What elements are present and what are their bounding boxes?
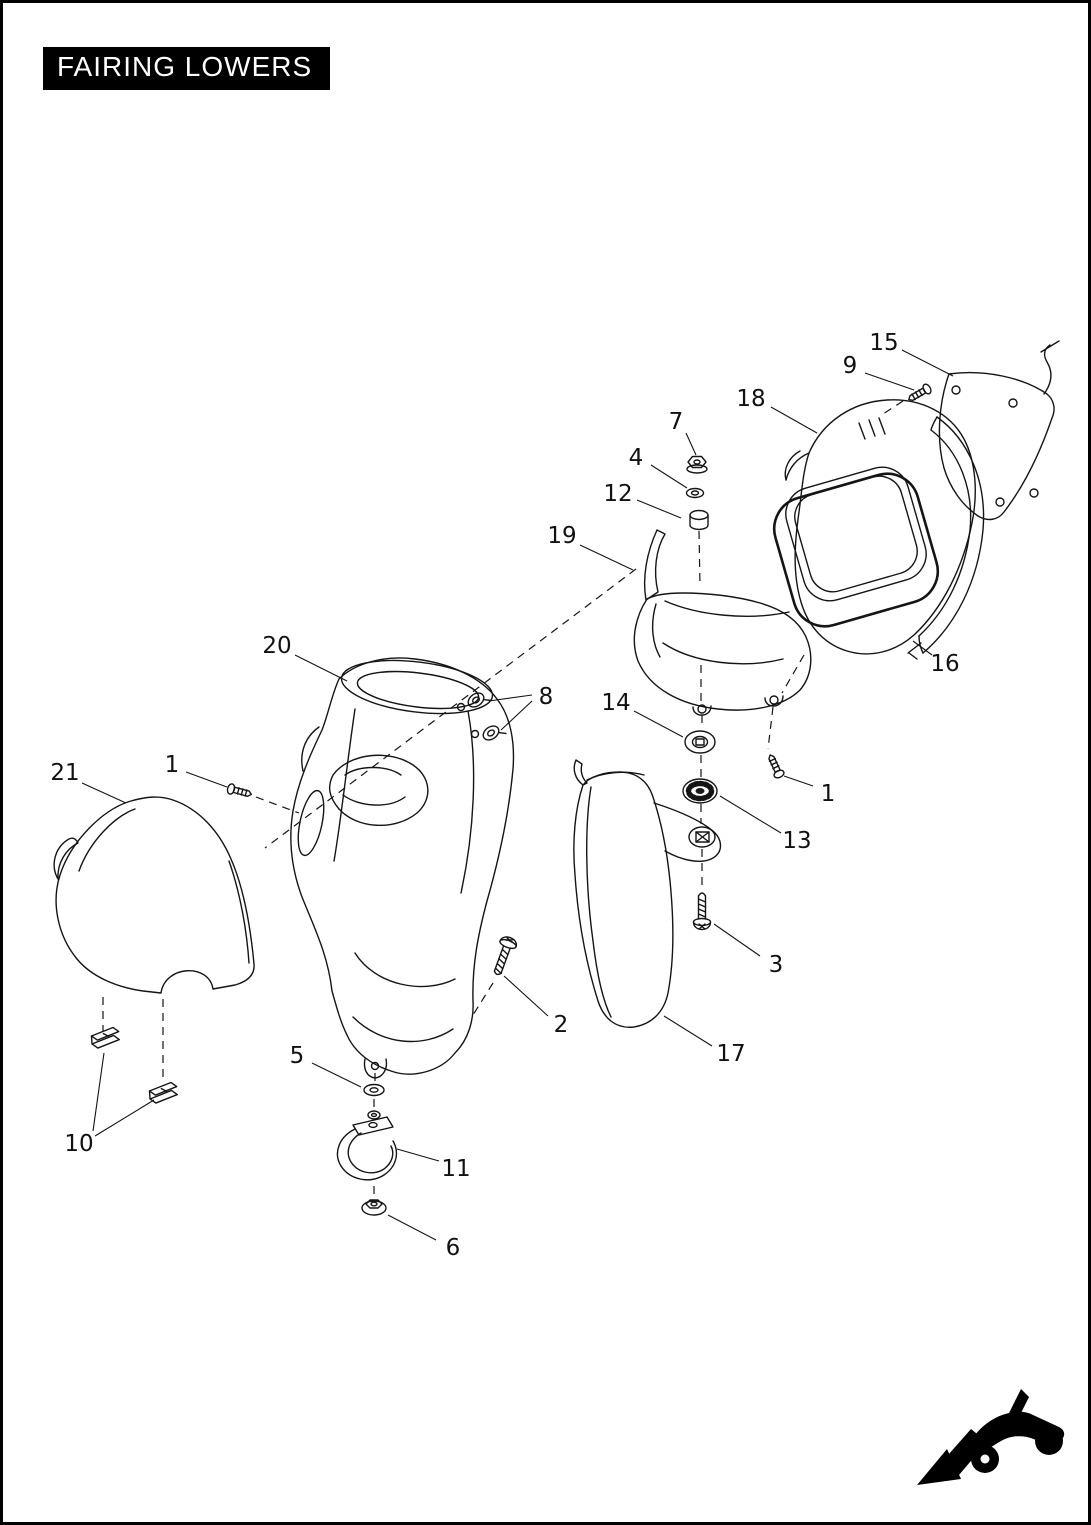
hardware-star-washer-13 — [682, 778, 718, 804]
hardware-washer-4 — [685, 487, 705, 499]
hardware-screw-1-left — [225, 782, 254, 801]
hardware-screw-8b — [479, 720, 507, 746]
part-17-side-cover — [573, 759, 722, 1028]
hardware-clamp-11 — [336, 1116, 398, 1181]
hardware-clip-10a — [90, 1026, 121, 1050]
part-19-lower-cap-inner — [633, 529, 812, 716]
hardware-screw-3 — [692, 892, 712, 931]
hardware-nut-6 — [361, 1199, 387, 1216]
motorcycle-icon — [917, 1389, 1065, 1485]
hardware — [90, 382, 934, 1216]
hardware-spacer-12 — [689, 509, 709, 531]
part-21-air-deflector — [53, 796, 255, 994]
exploded-parts-diagram — [53, 340, 1065, 1485]
part-18-fairing-cap — [772, 399, 976, 655]
hardware-screw-2 — [493, 936, 518, 976]
leader-lines — [81, 349, 954, 1241]
hardware-washer-14 — [684, 730, 716, 754]
hardware-nut-7 — [686, 455, 708, 474]
page-title: FAIRING LOWERS — [43, 47, 331, 90]
part-16-support-right — [907, 416, 985, 660]
assembly-axis-lines — [102, 400, 904, 1198]
hardware-stud — [367, 1110, 381, 1120]
part-20-fairing-lower — [290, 657, 515, 1079]
part-15-water-deflector — [938, 340, 1060, 521]
hardware-screw-1-right — [764, 752, 786, 780]
hardware-washer-5 — [363, 1083, 385, 1097]
